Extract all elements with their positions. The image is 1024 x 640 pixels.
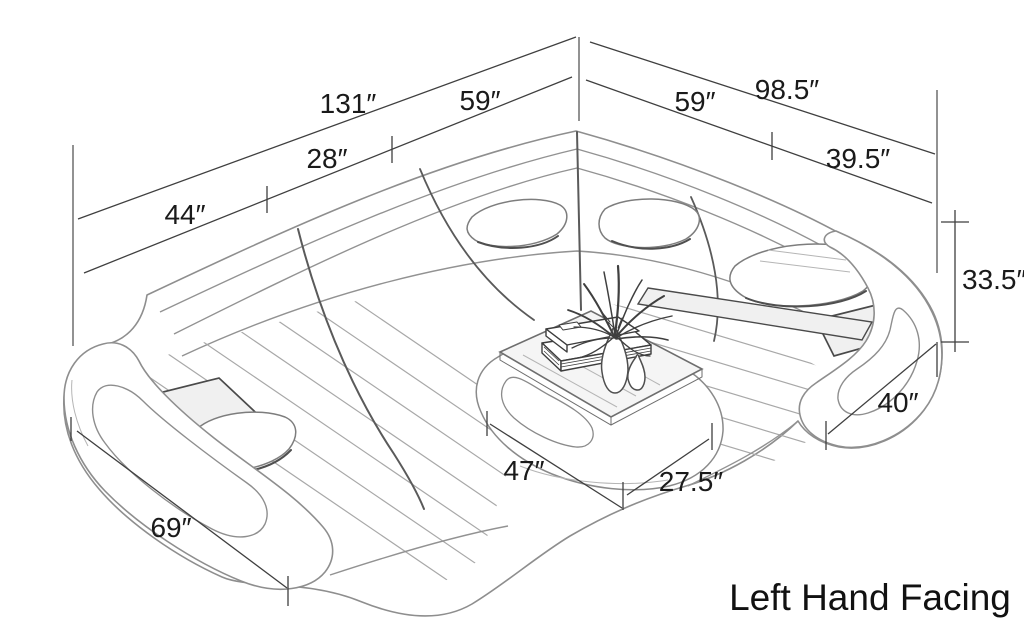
backrest-roll-seam-2 (173, 167, 817, 335)
middle-section-seam (419, 168, 535, 321)
orientation-label: Left Hand Facing (729, 577, 1011, 618)
dim-label-right-corner-seat-width: 59″ (674, 86, 715, 117)
lumbar-pillow-right (729, 243, 876, 308)
dim-label-right-arm-section-width: 39.5″ (826, 143, 890, 174)
small-vase (627, 354, 646, 391)
right-front-edge (687, 421, 798, 487)
dim-label-chaise-depth: 69″ (150, 512, 191, 543)
lumbar-pillow-corner-right (598, 198, 701, 250)
dim-line-left-segments (83, 76, 573, 274)
dim-chaise-depth: 69″ (70, 417, 289, 606)
dim-table-depth: 27.5″ (626, 423, 723, 497)
chaise-front-edge (329, 525, 509, 576)
dim-line-left-total (77, 36, 577, 220)
coffee-table-shelf-opening (500, 376, 594, 448)
corner-section-seam (576, 131, 582, 311)
dimension-annotations: 131″ 44″ 28″ 59″ 98.5″ 59″ 39.5″ 33.5″ 4… (70, 36, 1024, 618)
decorative-plant (567, 264, 673, 359)
chaise-section-seam (297, 228, 425, 510)
dim-back-height: 33.5″ (941, 210, 1024, 352)
dim-label-right-total: 98.5″ (755, 74, 819, 105)
backrest-roll-seam-1 (159, 148, 827, 313)
dim-label-chaise-width: 44″ (164, 199, 205, 230)
dim-label-armless-seat-width: 28″ (306, 143, 347, 174)
coffee-table (475, 264, 724, 491)
right-arm (798, 230, 943, 449)
dim-table-length: 47″ (486, 411, 624, 510)
dim-label-table-length: 47″ (503, 455, 544, 486)
dim-label-right-depth: 40″ (877, 387, 918, 418)
dim-line-right-segments (585, 79, 933, 204)
dim-label-back-height: 33.5″ (962, 264, 1024, 295)
left-arm-loop-opening (91, 384, 268, 538)
dim-label-left-total: 131″ (320, 88, 377, 119)
dim-line-right-total (589, 41, 936, 155)
dim-right-depth: 40″ (825, 342, 938, 450)
right-seat-accent-band (636, 287, 874, 341)
left-arm (63, 342, 334, 591)
sofa-drawing (63, 130, 943, 617)
dim-label-left-corner-width: 59″ (459, 85, 500, 116)
dim-label-table-depth: 27.5″ (659, 466, 723, 497)
lumbar-pillow-corner-left (466, 198, 568, 249)
right-arm-loop-opening (837, 307, 921, 416)
